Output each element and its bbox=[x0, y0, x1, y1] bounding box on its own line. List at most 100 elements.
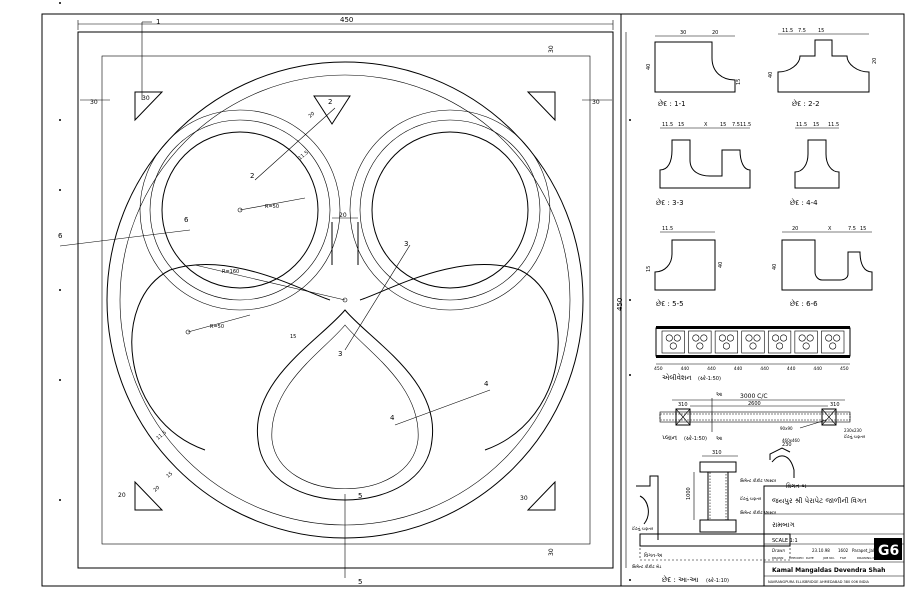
title-row-label: JOB NO. bbox=[822, 556, 835, 560]
section-3-3: 11.5 15 X 15 7.5 11.5 છેદ : 3-3 bbox=[656, 122, 751, 207]
elevation-panel-lobe bbox=[700, 334, 708, 342]
section-1-1: 30 20 40 15 છેદ : 1-1 bbox=[646, 30, 742, 108]
sec3-dim-f: 11.5 bbox=[740, 122, 751, 128]
elevation-panel-lobe bbox=[776, 342, 784, 350]
corner-label-tl: 30 bbox=[142, 95, 150, 102]
title-job: 1602 bbox=[838, 548, 849, 553]
sec1-dim-a: 30 bbox=[680, 30, 686, 36]
sec1-caption: છેદ : 1-1 bbox=[658, 99, 686, 108]
plan-note1: 230x230 bbox=[844, 428, 862, 433]
elevation-panel bbox=[661, 330, 685, 354]
elevation-panel-lobe bbox=[825, 334, 833, 342]
elevation-panel bbox=[794, 330, 818, 354]
callout-5b: 5 bbox=[358, 578, 362, 586]
section-aa-note2: ઈંટનું ચણતર bbox=[740, 496, 761, 501]
title-sheet-code: G6 bbox=[878, 543, 899, 559]
elevation-dim-label: 450 bbox=[840, 366, 849, 372]
plan-right: 310 bbox=[830, 402, 840, 408]
sheet-border bbox=[41, 13, 905, 587]
sec6-caption: છેદ : 6-6 bbox=[790, 299, 818, 308]
main-jali-plan: 450 450 30 30 30 30 30 20 30 bbox=[58, 16, 627, 586]
sec5-dim-b: 15 bbox=[646, 266, 652, 272]
radius-large: R=160 bbox=[222, 269, 239, 275]
dim-b: 15 bbox=[290, 334, 296, 340]
plan-left: 310 bbox=[678, 402, 688, 408]
elevation-panel-lobe bbox=[745, 334, 753, 342]
section-aa-note1: સિમેન્ટ કોંક્રીટ પ્લાસ્ટર bbox=[740, 478, 776, 483]
elevation-panel-lobe bbox=[665, 334, 673, 342]
elevation-panel-lobe bbox=[673, 334, 681, 342]
plan-total: 3000 C/C bbox=[740, 393, 768, 400]
sec2-dim-b: 7.5 bbox=[798, 28, 806, 34]
callout-4b: 4 bbox=[484, 380, 489, 388]
section-aa-dim-310: 310 bbox=[712, 450, 722, 456]
elevation-caption: એલીવેશન bbox=[662, 373, 692, 382]
callout-6a: 6 bbox=[58, 232, 63, 240]
sec6-dim-a: 20 bbox=[792, 226, 798, 232]
sec4-dim-a: 11.5 bbox=[796, 122, 807, 128]
elevation-panel-lobe bbox=[718, 334, 726, 342]
plan-caption: પ્લાન bbox=[662, 434, 677, 442]
section-aa: 310 1000 સિમેન્ટ કોંક્રીટ પ્લાસ્ટર ઈંટનુ… bbox=[632, 450, 791, 584]
plan-inner: 2600 bbox=[748, 401, 761, 407]
border-label-right: 30 bbox=[592, 99, 600, 106]
elevation-panel-lobe bbox=[753, 334, 761, 342]
dim-a: 20 bbox=[307, 111, 316, 120]
elevation-panel-lobe bbox=[722, 342, 730, 350]
corner-triangle-br bbox=[526, 480, 556, 511]
elevation-panel-lobe bbox=[696, 342, 704, 350]
elevation-panel bbox=[688, 330, 712, 354]
sec4-dim-b: 15 bbox=[813, 122, 819, 128]
elevation-panel-lobe bbox=[749, 342, 757, 350]
sec3-dim-d: 15 bbox=[720, 122, 726, 128]
title-row-label: CHECKED bbox=[789, 556, 804, 560]
title-date: 23.10.98 bbox=[812, 548, 830, 553]
section-aa-caption: છેદ : આ-આ bbox=[662, 575, 699, 584]
inner-frame bbox=[101, 55, 591, 545]
callout-5a: 5 bbox=[358, 492, 362, 500]
elevation-panel bbox=[714, 330, 739, 354]
callout-3b: 3 bbox=[404, 240, 408, 248]
center-gap-label: 20 bbox=[339, 212, 347, 219]
lobe-left bbox=[131, 264, 331, 451]
title-firm: Kamal Mangaldas Devendra Shah bbox=[772, 567, 885, 574]
border-label-bottom: 30 bbox=[548, 548, 555, 556]
elevation-panel bbox=[821, 330, 845, 354]
top-triangle bbox=[313, 95, 351, 125]
plan-note3: 90x90 bbox=[780, 426, 793, 431]
sec2-dim-c: 15 bbox=[818, 28, 824, 34]
section-aa-note5: સિમેન્ટ કોંક્રીટ બેડ bbox=[632, 564, 662, 569]
title-main: જયપુર શ્રી પેરાપેટ જાળીની વિગત bbox=[772, 496, 867, 505]
title-row-label: DRAWN bbox=[772, 556, 783, 560]
elevation-dim-label: 450 bbox=[654, 366, 663, 372]
elevation-scale: (સ્કે-1:50) bbox=[698, 375, 721, 382]
corner-label-br: 30 bbox=[520, 495, 528, 502]
outer-frame bbox=[77, 31, 614, 569]
radius-small: R=50 bbox=[265, 204, 279, 210]
elevation-panel-lobe bbox=[806, 334, 814, 342]
corner-triangle-bl bbox=[134, 480, 164, 511]
sec6-dim-d: 15 bbox=[860, 226, 866, 232]
elevation-dim-label: 440 bbox=[787, 366, 796, 372]
elevation-panel-lobe bbox=[692, 334, 700, 342]
dim-f: 11.5 bbox=[155, 430, 167, 442]
detail-b-dim: 230 bbox=[782, 442, 792, 448]
elevation-dim-label: 440 bbox=[707, 366, 716, 372]
elevation-panel-lobe bbox=[726, 334, 734, 342]
plan-label-a: આ bbox=[716, 392, 723, 398]
elevation-panel bbox=[767, 330, 792, 354]
sec5-dim-a: 11.5 bbox=[662, 226, 673, 232]
sec2-dim-a: 11.5 bbox=[782, 28, 793, 34]
plan-scale: (સ્કે-1:50) bbox=[684, 435, 707, 442]
sec5-caption: છેદ : 5-5 bbox=[656, 299, 684, 308]
sec4-dim-c: 11.5 bbox=[828, 122, 839, 128]
sec2-dim-e: 40 bbox=[768, 72, 774, 78]
sec6-dim-c: 7.5 bbox=[848, 226, 856, 232]
section-aa-note4: ઈંટનું ચણતર bbox=[632, 526, 653, 531]
elevation-dim-label: 440 bbox=[813, 366, 822, 372]
corner-label-bl: 20 bbox=[118, 492, 126, 499]
sheet-code-badge bbox=[874, 538, 902, 560]
